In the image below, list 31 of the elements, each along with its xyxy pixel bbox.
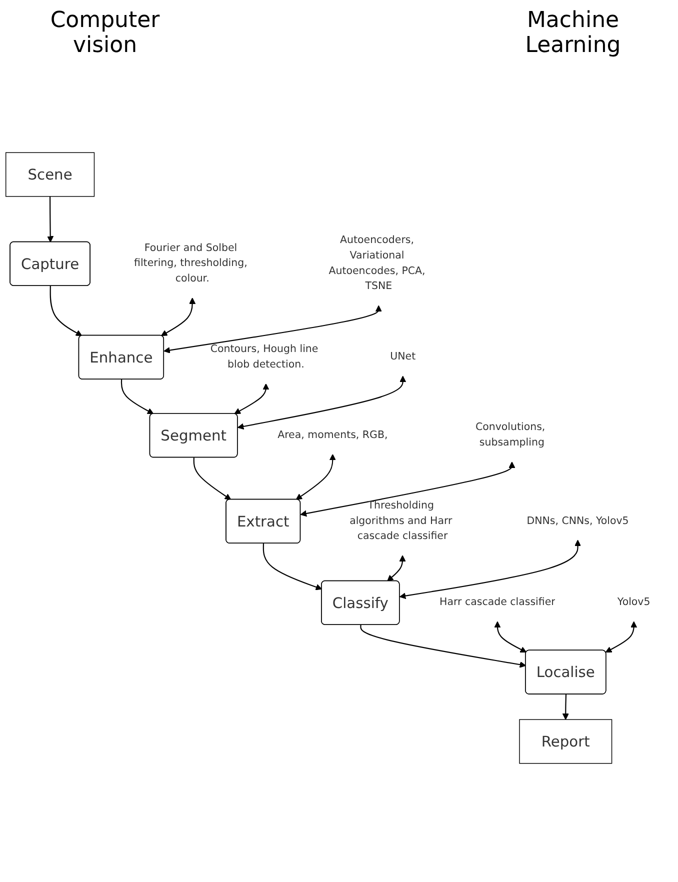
arrow xyxy=(562,694,569,720)
node-text: Harr cascade classifier xyxy=(440,596,556,608)
node-box: Report xyxy=(519,719,612,764)
arrow xyxy=(399,540,581,600)
arrow xyxy=(237,376,406,430)
arrow xyxy=(193,458,232,500)
arrow xyxy=(160,298,196,336)
node-text: Yolov5 xyxy=(617,596,650,608)
arrow xyxy=(120,379,154,414)
column-heading: Machine Learning xyxy=(524,8,622,58)
column-heading: Computer vision xyxy=(49,8,161,58)
node-text: DNNs, CNNs, Yolov5 xyxy=(526,514,629,527)
arrow xyxy=(164,305,382,354)
arrow xyxy=(605,621,638,653)
node-text: UNet xyxy=(390,350,416,363)
node-text: Thresholding algorithms and Harr cascade classifier xyxy=(350,500,452,542)
arrow xyxy=(494,621,527,653)
node-text: Autoencoders, Variational Autoencodes, PCA, TSNE xyxy=(328,234,426,292)
arrow xyxy=(300,462,516,517)
arrow xyxy=(47,196,54,242)
arrow xyxy=(234,383,270,414)
node-text: Fourier and Solbel filtering, thresholding, colour. xyxy=(134,242,248,284)
node-text: Convolutions, subsampling xyxy=(475,421,546,448)
node-text: Contours, Hough line blob detection. xyxy=(210,343,318,370)
arrow xyxy=(262,543,322,590)
arrow xyxy=(387,555,406,582)
node-text: Area, moments, RGB, xyxy=(278,429,388,441)
arrow xyxy=(296,454,336,500)
node-box: Scene xyxy=(5,152,95,197)
arrow xyxy=(50,286,82,336)
arrow xyxy=(360,624,526,668)
